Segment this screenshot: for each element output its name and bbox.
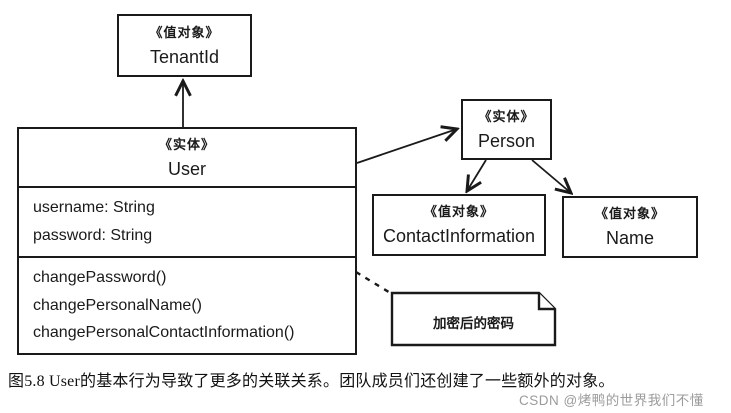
- note-shape: [390, 291, 557, 347]
- csdn-watermark: CSDN @烤鸭的世界我们不懂: [519, 393, 704, 408]
- user-class-name: User: [167, 158, 206, 179]
- tenantid-class-name: TenantId: [149, 46, 220, 67]
- person-class-name: Person: [477, 130, 536, 151]
- user-methods-compartment: changePassword() changePersonalName() ch…: [19, 258, 355, 353]
- user-method: changePassword(): [33, 269, 167, 287]
- name-class-name: Name: [605, 228, 654, 248]
- note-encrypted-password: 加密后的密码: [433, 316, 514, 331]
- user-method: changePersonalName(): [33, 296, 202, 314]
- person-stereotype: 《实体》: [478, 108, 535, 124]
- user-attribute: username: String: [33, 199, 155, 217]
- user-attribute: password: String: [33, 227, 153, 244]
- contactinformation-stereotype: 《值对象》: [423, 204, 494, 219]
- class-box-user: 《实体》 User username: String password: Str…: [17, 127, 357, 355]
- class-box-contactinformation: 《值对象》 ContactInformation: [372, 194, 546, 256]
- person-to-contactinformation-arrow: [467, 159, 487, 191]
- class-box-name: 《值对象》 Name: [562, 196, 698, 258]
- contactinformation-class-name: ContactInformation: [382, 226, 536, 246]
- user-to-person-arrow: [356, 129, 457, 164]
- note-anchor-dashed-line: [355, 270, 393, 296]
- note-fold-icon: [537, 293, 555, 311]
- user-attributes-compartment: username: String password: String: [19, 188, 355, 258]
- tenantid-stereotype: 《值对象》: [149, 24, 220, 40]
- person-to-name-arrow: [531, 159, 571, 193]
- user-header-compartment: 《实体》 User: [19, 129, 355, 188]
- user-method: changePersonalContactInformation(): [33, 324, 295, 342]
- name-stereotype: 《值对象》: [594, 206, 665, 221]
- user-stereotype: 《实体》: [158, 136, 215, 152]
- figure-caption: 图5.8 User的基本行为导致了更多的关联关系。团队成员们还创建了一些额外的对…: [8, 373, 615, 390]
- class-box-tenantid: 《值对象》 TenantId: [117, 14, 252, 77]
- class-box-person: 《实体》 Person: [461, 99, 552, 160]
